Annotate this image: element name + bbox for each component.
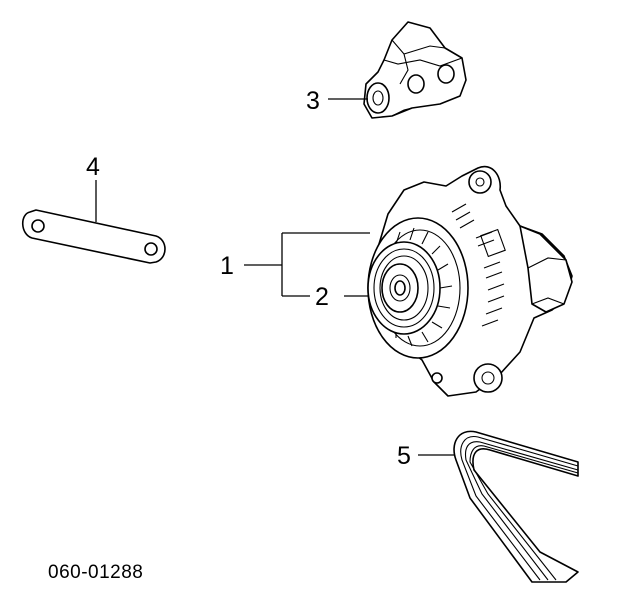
callout-3[interactable]: 3 (306, 87, 320, 115)
callout-1[interactable]: 1 (220, 252, 234, 280)
callout-5[interactable]: 5 (397, 442, 411, 470)
leader-lines (95, 98, 454, 456)
part-4-plate[interactable] (21, 209, 166, 264)
part-3-bracket[interactable] (363, 21, 467, 119)
part-2-pulley[interactable] (367, 241, 441, 335)
part-5-belt[interactable] (453, 430, 579, 583)
drawing-code: 060-01288 (48, 562, 143, 583)
callout-4[interactable]: 4 (86, 153, 100, 181)
callout-2[interactable]: 2 (315, 283, 329, 311)
